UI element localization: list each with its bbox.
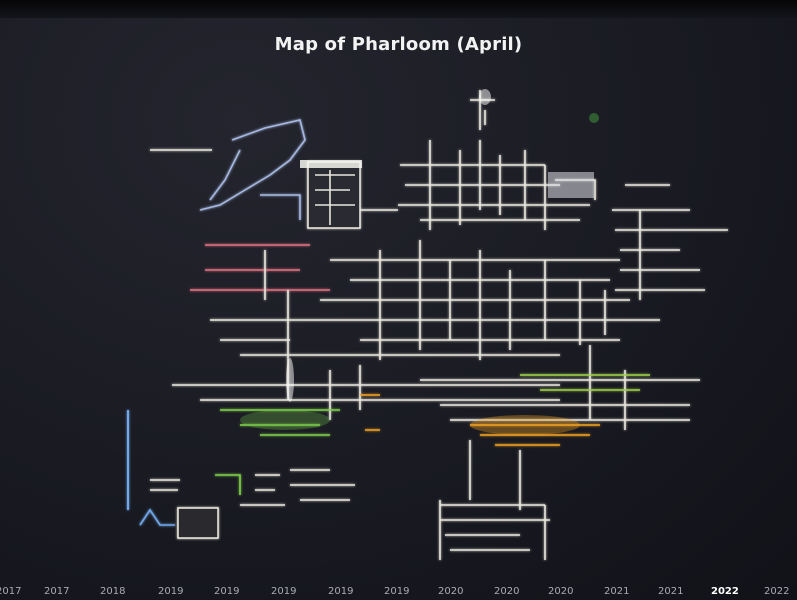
highlight: [300, 160, 362, 168]
timeline-year: 2021: [658, 586, 684, 597]
screen-glare: [589, 113, 599, 123]
room-segment: [520, 374, 650, 391]
room-segment: [260, 194, 301, 220]
timeline-year: 2019: [214, 586, 240, 597]
timeline-year: 2019: [328, 586, 354, 597]
highlight: [470, 415, 580, 435]
timeline-year: 2022: [764, 586, 790, 597]
room-segment: [329, 345, 626, 430]
highlight: [479, 89, 491, 105]
room-segment: [315, 170, 355, 225]
timeline-year: 2020: [438, 586, 464, 597]
room-block: [177, 507, 219, 539]
room-segment: [199, 119, 306, 211]
room-segment: [209, 149, 241, 201]
room-segment: [172, 379, 700, 421]
map-highlights: [240, 89, 594, 435]
room-segment: [190, 244, 330, 291]
timeline-year-current: 2022: [711, 586, 739, 597]
room-segment: [150, 479, 180, 491]
room-segment: [220, 409, 340, 436]
room-segment: [215, 474, 241, 495]
monitor-bezel: [0, 0, 797, 18]
timeline-year: 2017: [0, 586, 22, 597]
room-segment: [240, 474, 285, 506]
highlight: [286, 358, 294, 402]
timeline-year: 2019: [384, 586, 410, 597]
map-title: Map of Pharloom (April): [274, 34, 523, 55]
room-segment: [139, 508, 175, 526]
highlight: [548, 172, 594, 198]
room-segment: [379, 240, 606, 360]
timeline-year: 2021: [604, 586, 630, 597]
room-segment: [360, 394, 380, 431]
room-segment: [398, 140, 590, 230]
map-rooms: [127, 90, 728, 560]
timeline-year: 2018: [100, 586, 126, 597]
room-block: [307, 161, 361, 229]
timeline: 2017 2017 2018 2019 2019 2019 2019 2019 …: [0, 586, 797, 600]
timeline-year: 2020: [548, 586, 574, 597]
timeline-year: 2019: [158, 586, 184, 597]
timeline-year: 2017: [44, 586, 70, 597]
room-segment: [439, 500, 546, 560]
timeline-year: 2020: [494, 586, 520, 597]
room-segment: [470, 424, 600, 446]
highlight: [240, 410, 330, 430]
room-segment: [612, 209, 728, 300]
room-segment: [440, 440, 550, 551]
room-segment: [290, 469, 355, 501]
timeline-year: 2019: [271, 586, 297, 597]
